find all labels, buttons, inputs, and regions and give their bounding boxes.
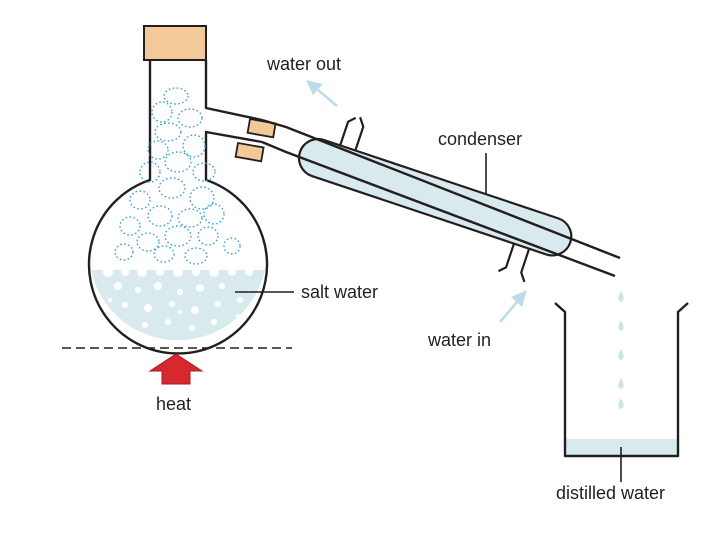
cork-lower	[234, 141, 265, 163]
falling-drops	[618, 291, 624, 409]
bubble	[114, 282, 122, 290]
vapour-bubble	[197, 226, 219, 246]
round-bottom-flask	[87, 25, 269, 355]
bubble	[142, 322, 148, 328]
vapour-bubble	[154, 122, 182, 142]
bubble	[211, 319, 217, 325]
vapour-bubble	[139, 161, 161, 183]
bubble	[209, 267, 219, 277]
bubble	[177, 289, 183, 295]
drop	[618, 291, 624, 302]
vapour-bubble	[119, 216, 141, 236]
bubble	[135, 287, 141, 293]
vapour-bubble	[136, 232, 160, 252]
bubble	[192, 268, 200, 276]
bubble	[228, 268, 236, 276]
drop	[618, 320, 624, 331]
condenser-jacket	[297, 137, 573, 257]
flask-outline	[87, 60, 269, 355]
bubble	[169, 301, 175, 307]
vapour-bubble	[147, 205, 173, 227]
bubble	[121, 268, 129, 276]
drop	[618, 349, 624, 360]
vapour-bubble	[164, 225, 192, 247]
label-water-in: water in	[427, 330, 491, 350]
bubble	[236, 314, 240, 318]
vapour-bubble	[153, 245, 175, 263]
bubble	[215, 301, 221, 307]
delivery-tube	[261, 118, 621, 278]
label-heat: heat	[156, 394, 191, 414]
bubble	[108, 298, 112, 302]
label-condenser: condenser	[438, 129, 522, 149]
arrow-up-left-icon	[306, 80, 338, 107]
bubble	[156, 268, 164, 276]
vapour-bubble	[223, 237, 241, 255]
arrow-up-right-icon	[499, 290, 527, 323]
drop	[618, 378, 624, 389]
label-water-out: water out	[266, 54, 341, 74]
tube-wall-bottom	[261, 140, 616, 278]
bubble	[219, 283, 225, 289]
vapour-bubble	[177, 208, 203, 228]
flask-cork	[143, 25, 207, 61]
salt-water-bubbles	[103, 267, 253, 331]
bubble	[154, 282, 162, 290]
vapour-bubble	[129, 190, 151, 210]
bubble	[137, 267, 147, 277]
vapour-bubble	[114, 243, 134, 261]
drop	[618, 398, 624, 409]
heat-arrow-icon	[148, 353, 204, 385]
bubble	[144, 304, 152, 312]
tube-wall-top	[261, 118, 621, 260]
bubble	[237, 297, 243, 303]
bubble	[196, 284, 204, 292]
vapour-bubbles	[114, 87, 241, 265]
water-out-spout	[339, 116, 365, 151]
label-distilled-water: distilled water	[556, 483, 665, 503]
bubble	[178, 310, 182, 314]
vapour-bubble	[151, 101, 173, 123]
vapour-bubble	[182, 134, 206, 158]
vapour-bubble	[147, 140, 169, 160]
vapour-bubble	[203, 203, 225, 225]
water-in-spout	[497, 243, 531, 283]
bubble	[103, 267, 113, 277]
bubble	[245, 268, 253, 276]
vapour-bubble	[163, 87, 189, 105]
vapour-bubble	[164, 151, 192, 173]
label-salt-water: salt water	[301, 282, 378, 302]
side-arm-corks	[234, 117, 277, 163]
vapour-bubble	[177, 108, 203, 128]
vapour-bubble	[189, 186, 215, 210]
bubble	[122, 302, 128, 308]
vapour-bubble	[184, 247, 208, 265]
vapour-bubble	[192, 162, 216, 182]
bubble	[189, 325, 195, 331]
bubble	[173, 267, 183, 277]
vapour-bubble	[158, 177, 186, 199]
condenser	[297, 116, 573, 283]
bubble	[191, 306, 199, 314]
bubble	[165, 319, 171, 325]
